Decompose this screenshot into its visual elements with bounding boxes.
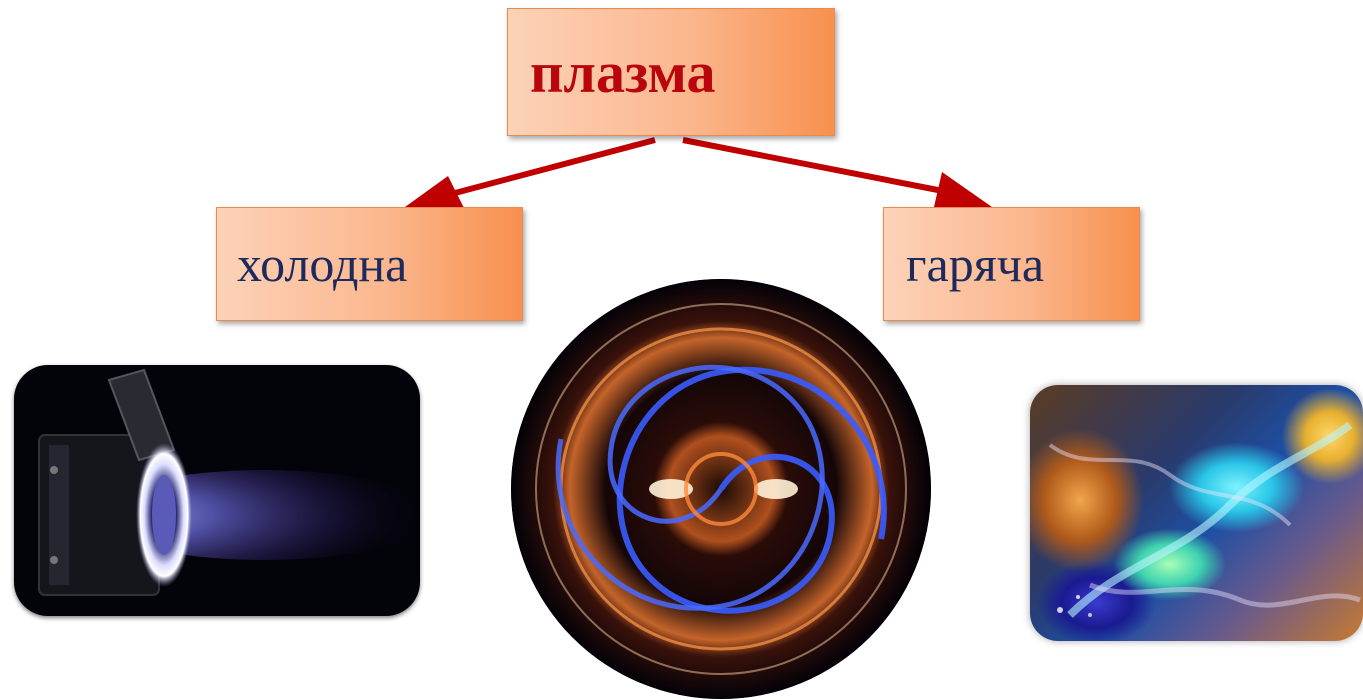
- cold-node-label: холодна: [237, 236, 408, 292]
- hot-node-box: гаряча: [883, 207, 1140, 321]
- fluid-plasma-illustration: [1048, 421, 1361, 618]
- arrow-to-hot: [682, 137, 992, 207]
- ion-thruster-photo: [14, 365, 420, 616]
- cold-node-box: холодна: [216, 207, 523, 321]
- root-node-box: плазма: [507, 8, 835, 136]
- arrow-to-cold: [405, 137, 656, 212]
- ion-thruster-illustration: [38, 368, 420, 596]
- plasma-spiral-photo: [511, 279, 931, 699]
- fluid-plasma-photo: [1030, 385, 1363, 641]
- hot-node-label: гаряча: [906, 236, 1045, 292]
- plasma-spiral-illustration: [511, 279, 931, 699]
- root-node-label: плазма: [530, 39, 716, 105]
